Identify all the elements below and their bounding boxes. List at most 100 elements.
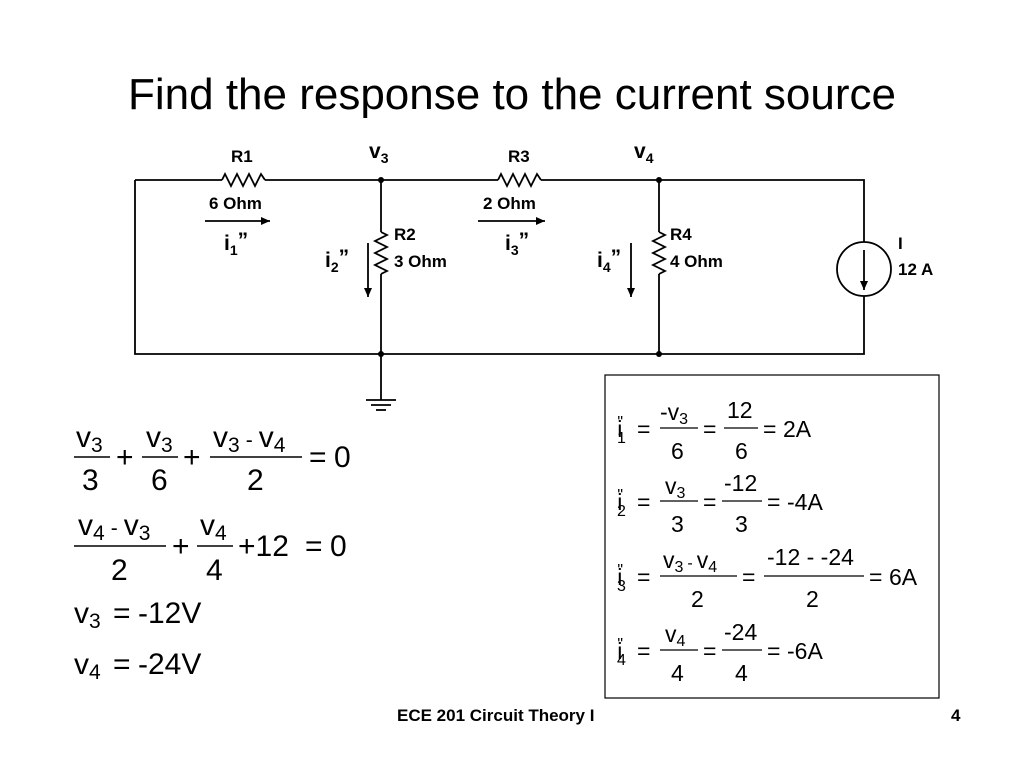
- c3-frac1-num: v3-v4: [663, 547, 717, 576]
- eq1-term3-denominator: 2: [247, 464, 264, 497]
- solution-v3: v3 = -12V: [74, 597, 201, 633]
- c1-frac1-num: -v3: [660, 399, 688, 428]
- eq2-equals: =: [305, 530, 323, 563]
- c4-equals-3: =: [767, 638, 780, 664]
- eq1-term1-numerator: v3: [76, 421, 103, 457]
- c1-frac2-num: 12: [727, 397, 753, 423]
- c4-result: -6A: [787, 638, 823, 664]
- eq1-term3-numerator: v3-v4: [213, 421, 286, 457]
- node-dot-v4: [656, 177, 662, 183]
- node-dot-bottom-r2: [378, 351, 384, 357]
- resistor-r3-symbol: [497, 171, 542, 189]
- eq2-term2-numerator: v4: [200, 509, 227, 545]
- r3-label: R3: [508, 147, 530, 166]
- eq1-rhs: 0: [334, 441, 351, 474]
- current-source-circle: [836, 241, 892, 297]
- footer-course-name: ECE 201 Circuit Theory I: [397, 706, 595, 725]
- eq1-equals: =: [309, 441, 327, 474]
- node-equation-1: v3 3 + v3 6 + v3-v4 2 = 0: [74, 421, 351, 497]
- i1-label: i1”: [224, 229, 248, 258]
- current-row-1: i"1 = -v3 6 = 12 6 = 2A: [617, 397, 812, 464]
- r2-value: 3 Ohm: [394, 252, 447, 271]
- current-row-4: i"4 = v4 4 = -24 4 = -6A: [617, 619, 823, 686]
- sol2-equals: =: [113, 648, 131, 681]
- wire-left: [134, 180, 865, 355]
- c1-equals-2: =: [703, 416, 716, 442]
- c4-frac1-den: 4: [671, 660, 684, 686]
- r2-label: R2: [394, 225, 416, 244]
- c3-variable: i"3: [617, 562, 626, 595]
- eq2-plus-1: +: [172, 530, 190, 563]
- c4-frac1-num: v4: [665, 621, 686, 650]
- r4-value: 4 Ohm: [670, 252, 723, 271]
- c2-equals-1: =: [637, 489, 650, 515]
- resistor-r1-symbol: [221, 171, 266, 189]
- node-dot-v3: [378, 177, 384, 183]
- node-equation-2: v4-v3 2 + v4 4 +12 = 0: [74, 509, 347, 587]
- c2-variable: i"2: [617, 487, 626, 520]
- c3-frac1-den: 2: [691, 586, 704, 612]
- r3-value: 2 Ohm: [483, 194, 536, 213]
- solution-v4: v4 = -24V: [74, 648, 201, 684]
- sol1-value: -12V: [138, 597, 201, 630]
- c4-frac2-den: 4: [735, 660, 748, 686]
- source-value: 12 A: [898, 260, 933, 279]
- eq2-plus-12: +12: [238, 530, 289, 563]
- eq2-term1-denominator: 2: [111, 554, 128, 587]
- sol1-equals: =: [113, 597, 131, 630]
- c2-frac2-num: -12: [724, 470, 757, 496]
- eq2-term1-numerator: v4-v3: [78, 509, 150, 545]
- node-dot-bottom-r4: [656, 351, 662, 357]
- c1-equals-1: =: [637, 416, 650, 442]
- eq1-term2-denominator: 6: [151, 464, 168, 497]
- c2-result: -4A: [787, 489, 823, 515]
- r1-value: 6 Ohm: [209, 194, 262, 213]
- eq1-plus-1: +: [116, 441, 134, 474]
- c2-equals-3: =: [767, 489, 780, 515]
- c1-variable: i"1: [617, 414, 626, 447]
- c3-frac2-num: -12 - -24: [767, 544, 854, 570]
- c4-variable: i"4: [617, 636, 626, 669]
- current-row-2: i"2 = v3 3 = -12 3 = -4A: [617, 470, 823, 537]
- c2-frac1-num: v3: [665, 473, 686, 502]
- node-dots: [378, 177, 662, 357]
- resistor-r2-symbol: [372, 231, 390, 275]
- eq1-plus-2: +: [183, 441, 201, 474]
- c3-frac2-den: 2: [806, 586, 819, 612]
- eq1-term1-denominator: 3: [82, 464, 99, 497]
- c1-result: 2A: [783, 416, 812, 442]
- node-v4-label: v4: [634, 140, 654, 166]
- sol2-variable: v4: [74, 648, 101, 684]
- c4-equals-1: =: [637, 638, 650, 664]
- eq2-rhs: 0: [330, 530, 347, 563]
- current-row-3: i"3 = v3-v4 2 = -12 - -24 2 = 6A: [617, 544, 918, 612]
- c1-frac2-den: 6: [735, 438, 748, 464]
- c2-frac1-den: 3: [671, 511, 684, 537]
- c4-equals-2: =: [703, 638, 716, 664]
- i4-label: i4”: [597, 246, 621, 275]
- c1-frac1-den: 6: [671, 438, 684, 464]
- node-v3-label: v3: [369, 140, 389, 166]
- c3-equals-1: =: [637, 564, 650, 590]
- wire-top-right: [541, 179, 865, 242]
- footer-page-number: 4: [951, 706, 961, 725]
- c3-equals-3: =: [869, 564, 882, 590]
- c2-frac2-den: 3: [735, 511, 748, 537]
- r4-label: R4: [670, 225, 692, 244]
- slide-title: Find the response to the current source: [128, 70, 896, 119]
- resistor-r4-symbol: [650, 231, 668, 275]
- sol1-variable: v3: [74, 597, 101, 633]
- c3-result: 6A: [889, 564, 918, 590]
- c1-equals-3: =: [763, 416, 776, 442]
- i2-label: i2”: [325, 246, 349, 275]
- i3-label: i3”: [505, 229, 529, 258]
- r1-label: R1: [231, 147, 253, 166]
- eq1-term2-numerator: v3: [146, 421, 173, 457]
- eq2-term2-denominator: 4: [206, 554, 223, 587]
- sol2-value: -24V: [138, 648, 201, 681]
- c4-frac2-num: -24: [724, 619, 757, 645]
- currents-box: [604, 374, 940, 699]
- c2-equals-2: =: [703, 489, 716, 515]
- ground-symbol: [366, 399, 396, 411]
